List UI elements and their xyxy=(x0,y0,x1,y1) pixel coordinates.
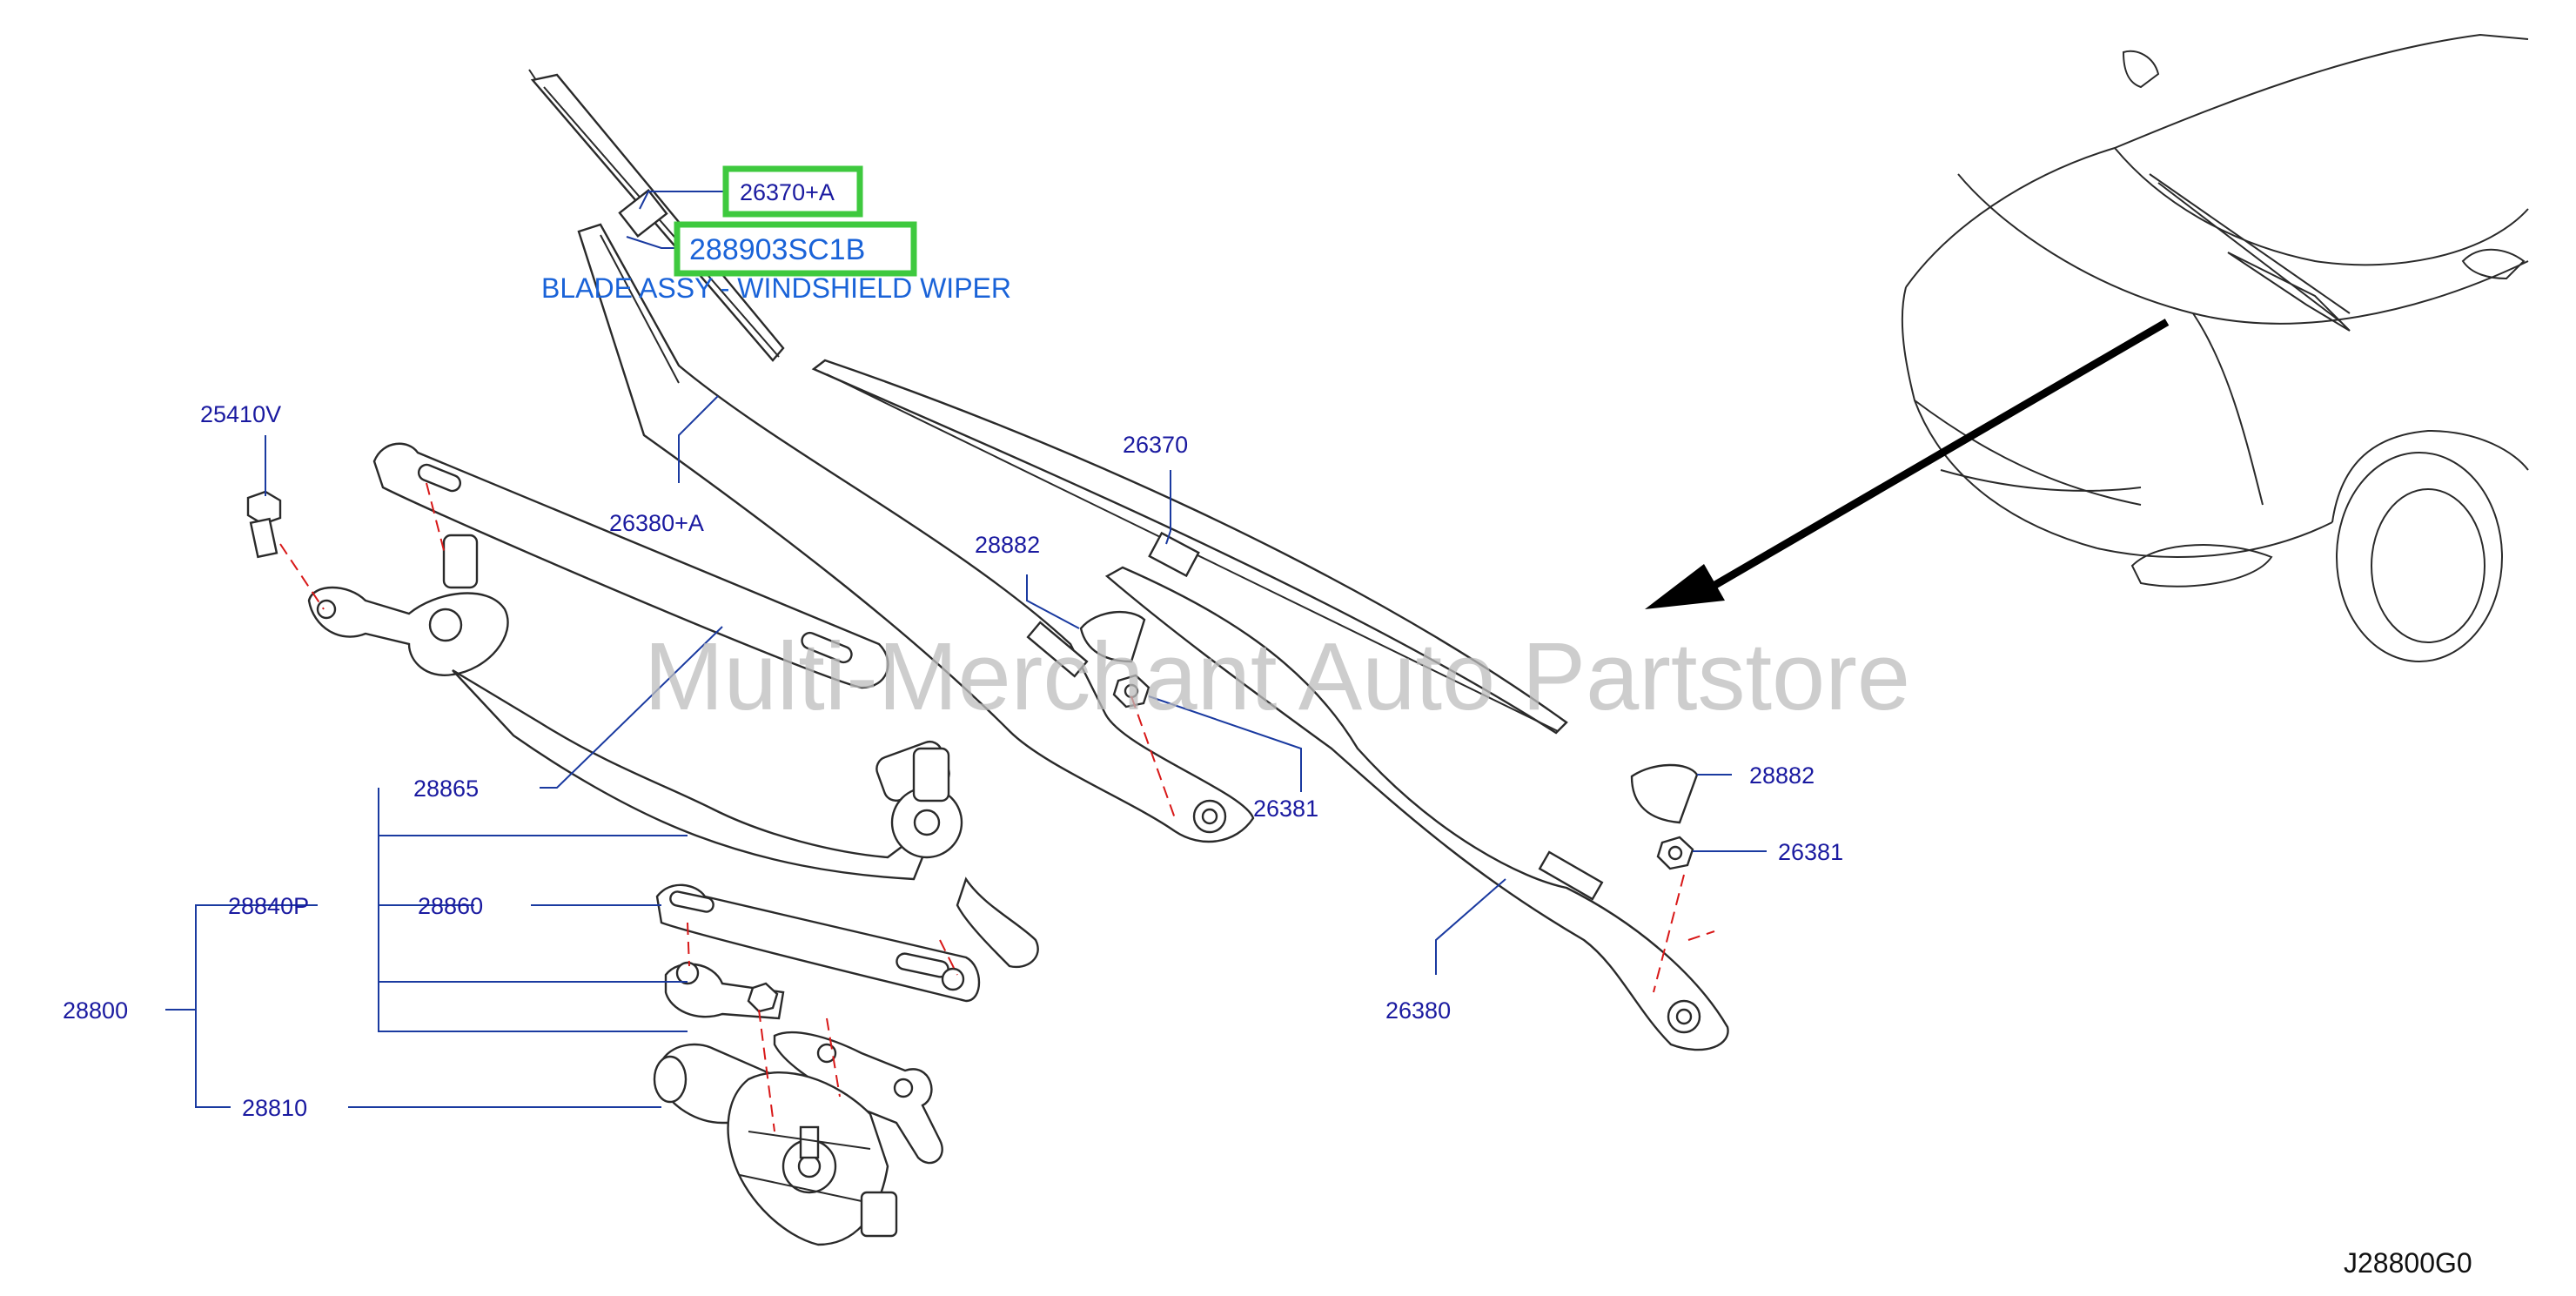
callout-28840p[interactable]: 28840P xyxy=(228,893,309,919)
leader-lines xyxy=(165,191,1767,1108)
selected-part-highlight xyxy=(674,221,917,277)
pivot-nut-drawings xyxy=(1112,674,1694,870)
wiper-blade-26370-drawing xyxy=(811,359,1568,735)
callout-28865[interactable]: 28865 xyxy=(413,776,479,802)
selected-part-number[interactable]: 288903SC1B xyxy=(689,233,865,266)
callout-26381-lower[interactable]: 26381 xyxy=(1778,839,1843,865)
callout-28810[interactable]: 28810 xyxy=(242,1095,307,1121)
watermark: Multi-Merchant Auto Partstore xyxy=(644,623,1910,730)
callout-26370a-highlight xyxy=(722,165,863,218)
callout-26370a[interactable]: 26370+A xyxy=(740,179,835,205)
callout-26381-upper[interactable]: 26381 xyxy=(1253,796,1318,822)
callout-25410v[interactable]: 25410V xyxy=(200,401,281,427)
callout-28860[interactable]: 28860 xyxy=(418,893,483,919)
diagram-code: J28800G0 xyxy=(2344,1247,2472,1279)
callout-26370[interactable]: 26370 xyxy=(1123,432,1188,458)
callout-28882-lower[interactable]: 28882 xyxy=(1749,762,1815,789)
callout-28882-upper[interactable]: 28882 xyxy=(975,532,1040,558)
callout-26380[interactable]: 26380 xyxy=(1385,997,1451,1024)
pivot-cap-drawings xyxy=(1079,610,1699,824)
callout-labels: 26370+A 25410V 26370 26380+A 28882 26381… xyxy=(63,165,1843,1121)
selected-part-callout[interactable]: 288903SC1B BLADE ASSY - WINDSHIELD WIPER xyxy=(541,221,1011,304)
wiper-arm-lower-drawing xyxy=(1104,566,1729,1051)
vehicle-outline xyxy=(1901,33,2529,662)
wiper-motor-drawing xyxy=(653,1043,898,1246)
callout-28800[interactable]: 28800 xyxy=(63,997,128,1024)
wiper-arm-upper-drawing xyxy=(577,223,1255,843)
location-arrow xyxy=(1645,319,2170,609)
bolt-drawing xyxy=(246,490,282,559)
wiper-linkage-drawing xyxy=(307,442,1039,1165)
callout-26380a[interactable]: 26380+A xyxy=(609,510,704,536)
wiper-blade-drawing[interactable] xyxy=(528,69,785,362)
fitting-lines xyxy=(279,482,1715,1132)
selected-part-description: BLADE ASSY - WINDSHIELD WIPER xyxy=(541,272,1011,304)
